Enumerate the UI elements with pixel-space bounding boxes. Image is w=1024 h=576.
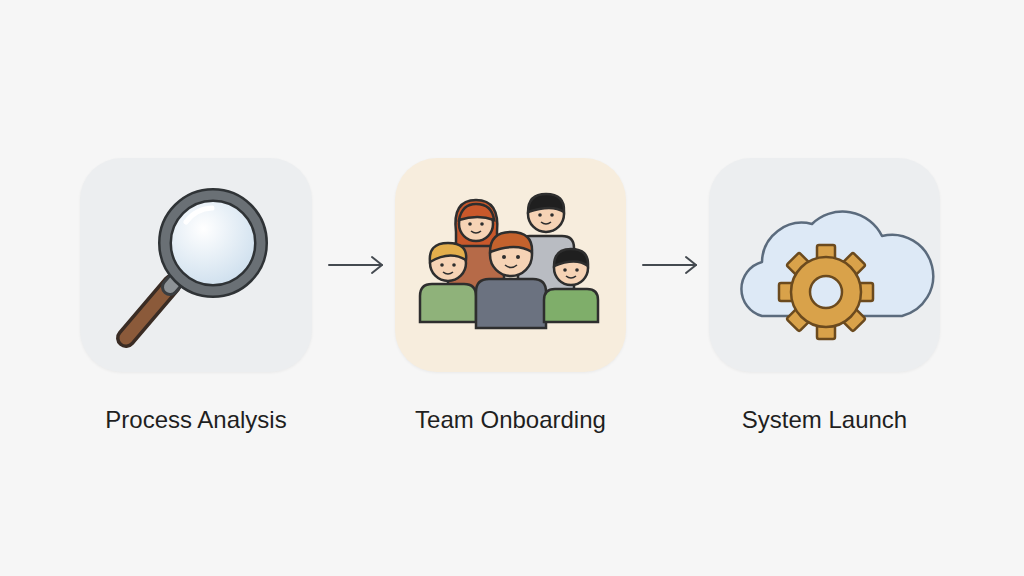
step-label: Team Onboarding (355, 406, 666, 434)
flow-arrow (329, 257, 382, 273)
cloud-gear-icon (741, 212, 933, 339)
flow-arrow (643, 257, 696, 273)
magnifier-icon (126, 195, 261, 338)
team-icon (420, 194, 598, 328)
step-label: System Launch (669, 406, 980, 434)
step-label: Process Analysis (40, 406, 352, 434)
